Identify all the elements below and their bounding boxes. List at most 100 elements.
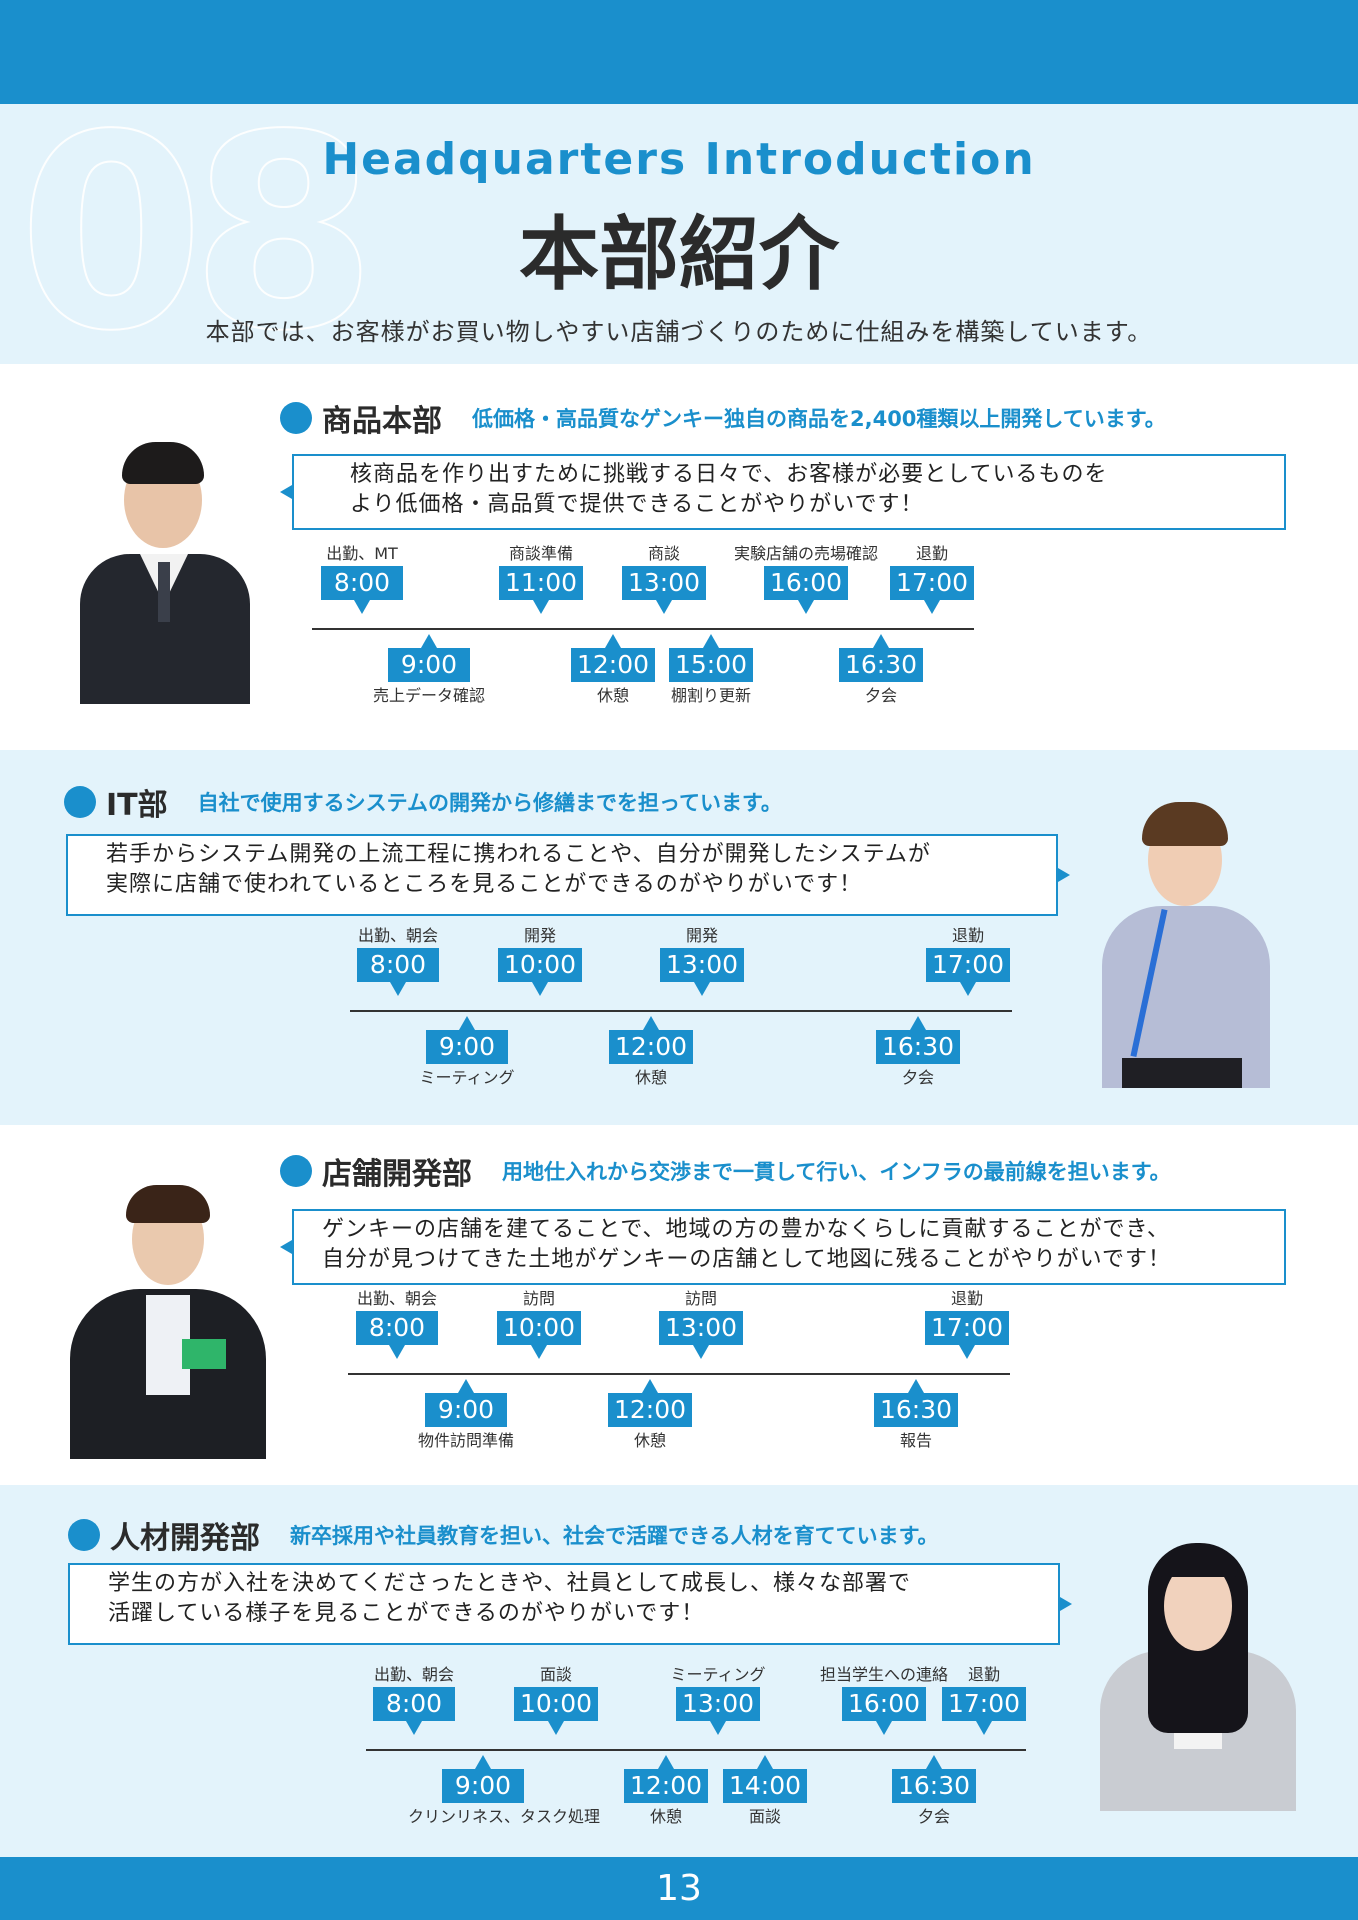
bullet-dot-icon (280, 402, 312, 434)
event-time: 10:00 (496, 1311, 582, 1359)
schedule-event: 開発 13:00 (627, 926, 777, 996)
event-label: 物件訪問準備 (417, 1431, 514, 1450)
schedule-event: 面談 10:00 (481, 1665, 631, 1735)
event-time: 16:30 (875, 1016, 961, 1064)
bullet-dot-icon (68, 1519, 100, 1551)
schedule-event: 退勤 17:00 (909, 1665, 1059, 1735)
bullet-dot-icon (280, 1155, 312, 1187)
schedule-event: 商談 13:00 (589, 544, 739, 614)
schedule-event: 退勤 17:00 (893, 926, 1043, 996)
event-time: 12:00 (607, 1379, 693, 1427)
event-label: 退勤 (950, 1289, 983, 1308)
schedule-event: 9:00 売上データ確認 (354, 634, 504, 706)
dept-name: 店舗開発部 (322, 1157, 472, 1192)
event-label: 実験店舗の売場確認 (733, 544, 878, 563)
event-label: ミーティング (670, 1665, 766, 1684)
event-time: 17:00 (941, 1687, 1027, 1735)
dept-name: IT部 (106, 788, 168, 823)
dept-quote: ゲンキーの店舗を建てることで、地域の方の豊かなくらしに貢献することができ、 自分… (280, 1209, 1286, 1285)
quote-line: 若手からシステム開発の上流工程に携われることや、自分が開発したシステムが (106, 842, 931, 867)
schedule-event: 出勤、朝会 8:00 (323, 926, 473, 996)
event-label: 出勤、朝会 (356, 1289, 437, 1308)
event-label: 棚割り更新 (670, 686, 751, 705)
event-time: 15:00 (668, 634, 754, 682)
event-label: 報告 (899, 1431, 932, 1450)
event-time: 17:00 (925, 948, 1011, 996)
event-label: 出勤、朝会 (373, 1665, 454, 1684)
event-time: 12:00 (623, 1755, 709, 1803)
page-title-en: Headquarters Introduction (322, 134, 1036, 185)
event-time: 12:00 (570, 634, 656, 682)
event-time: 13:00 (659, 948, 745, 996)
event-time: 13:00 (621, 566, 707, 614)
quote-line: ゲンキーの店舗を建てることで、地域の方の豊かなくらしに貢献することができ、 (322, 1217, 1170, 1242)
event-time: 10:00 (497, 948, 583, 996)
event-label: 商談 (647, 544, 680, 563)
dept-name: 人材開発部 (110, 1521, 260, 1556)
event-label: 開発 (685, 926, 718, 945)
timeline-axis (312, 628, 974, 630)
staff-photo-merchandise (78, 404, 252, 704)
event-label: 退勤 (915, 544, 948, 563)
event-label: 売上データ確認 (372, 686, 485, 705)
event-label: 出勤、MT (326, 544, 398, 563)
page-header: 08 Headquarters Introduction 本部紹介 本部では、お… (0, 104, 1358, 364)
event-time: 14:00 (722, 1755, 808, 1803)
event-label: 担当学生への連絡 (819, 1665, 948, 1684)
dept-quote: 若手からシステム開発の上流工程に携われることや、自分が開発したシステムが 実際に… (66, 834, 1070, 916)
dept-quote: 学生の方が入社を決めてくださったときや、社員として成長し、様々な部署で 活躍して… (68, 1563, 1072, 1645)
event-label: 訪問 (684, 1289, 717, 1308)
dept-tagline: 自社で使用するシステムの開発から修繕までを担っています。 (197, 791, 782, 815)
event-label: 退勤 (967, 1665, 1000, 1684)
dept-quote: 核商品を作り出すために挑戦する日々で、お客様が必要としているものを より低価格・… (280, 454, 1286, 530)
quote-line: より低価格・高品質で提供できることがやりがいです！ (350, 492, 924, 517)
dept-name: 商品本部 (322, 404, 442, 439)
schedule-event: 担当学生への連絡 16:00 (809, 1665, 959, 1735)
event-label: 面談 (539, 1665, 572, 1684)
event-time: 16:30 (873, 1379, 959, 1427)
schedule-event: ミーティング 13:00 (643, 1665, 793, 1735)
schedule-event: 出勤、朝会 8:00 (339, 1665, 489, 1735)
bullet-dot-icon (64, 786, 96, 818)
timeline-axis (366, 1749, 1026, 1751)
dept-section-hr-dev: 人材開発部 新卒採用や社員教育を担い、社会で活躍できる人材を育てています。 学生… (0, 1485, 1358, 1857)
event-time: 9:00 (388, 634, 470, 682)
event-time: 13:00 (675, 1687, 761, 1735)
event-label: ミーティング (419, 1068, 515, 1087)
section-number-watermark: 08 (17, 104, 378, 364)
event-label: 夕会 (864, 686, 897, 705)
page-title: 本部紹介 (519, 208, 839, 301)
event-time: 16:00 (841, 1687, 927, 1735)
event-time: 9:00 (442, 1755, 524, 1803)
event-time: 8:00 (357, 948, 439, 996)
event-label: 休憩 (649, 1807, 682, 1826)
event-label: 退勤 (951, 926, 984, 945)
quote-line: 実際に店舗で使われているところを見ることができるのがやりがいです！ (106, 872, 863, 897)
schedule-event: 12:00 休憩 (591, 1755, 741, 1827)
timeline-axis (350, 1010, 1012, 1012)
page-lead: 本部では、お客様がお買い物しやすい店舗づくりのために仕組みを構築しています。 (205, 318, 1153, 346)
schedule-event: 出勤、MT 8:00 (287, 544, 437, 614)
event-label: 出勤、朝会 (357, 926, 438, 945)
daily-schedule: 出勤、朝会 8:00 面談 10:00 ミーティング 13:00 担当学生への連絡 16… (366, 1665, 1027, 1835)
event-time: 10:00 (513, 1687, 599, 1735)
schedule-event: 15:00 棚割り更新 (636, 634, 786, 706)
event-time: 8:00 (373, 1687, 455, 1735)
event-time: 8:00 (321, 566, 403, 614)
dept-tagline: 新卒採用や社員教育を担い、社会で活躍できる人材を育てています。 (290, 1524, 939, 1548)
